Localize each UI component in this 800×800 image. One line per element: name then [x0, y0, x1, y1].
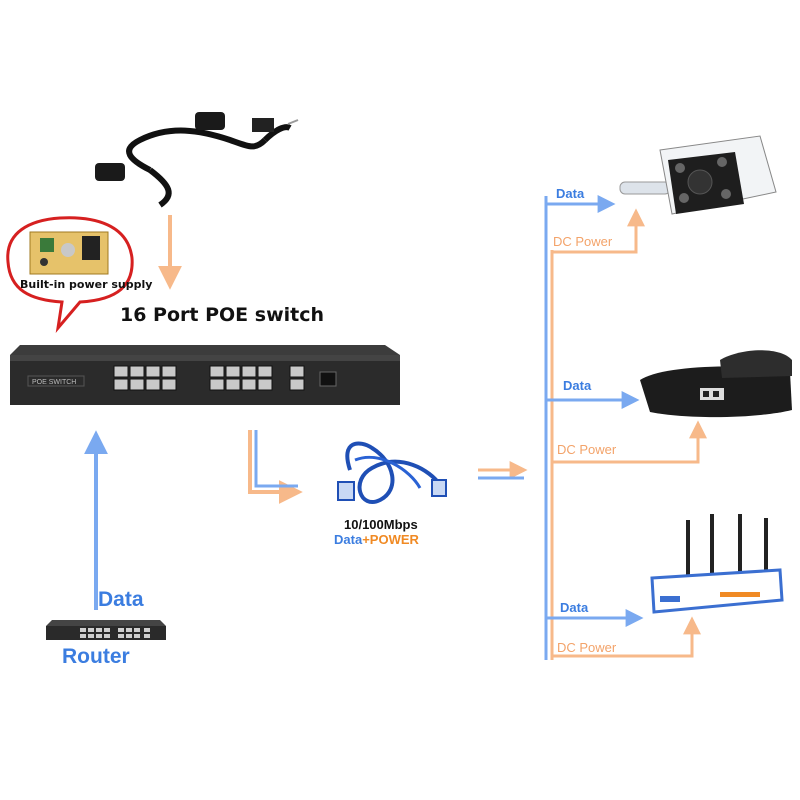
camera-power-arrow [552, 208, 645, 254]
wifi-data-label: Data [560, 600, 589, 615]
cable-power-word: POWER [369, 532, 419, 547]
cable-speed-label: 10/100Mbps [344, 517, 418, 532]
power-cord-icon [95, 112, 299, 208]
switch-name-text: POE SWITCH [32, 379, 76, 386]
wifi-power-arrow [552, 616, 701, 658]
ip-camera-icon [619, 135, 777, 215]
cable-data-word: Data [334, 532, 363, 547]
wifi-router-icon [650, 514, 784, 614]
router-data-label: Data [98, 588, 144, 611]
router-label: Router [62, 645, 130, 668]
page-title: 16 Port POE switch [120, 304, 325, 326]
phone-power-label: DC Power [557, 442, 617, 457]
switch-output-arrow [248, 430, 303, 504]
poe-switch-icon [10, 345, 400, 405]
cable-data-power-label: Data+POWER [334, 532, 419, 547]
phone-data-label: Data [563, 378, 592, 393]
router-device-icon [46, 620, 166, 640]
cable-plus-sign: + [362, 532, 370, 547]
camera-data-label: Data [556, 186, 585, 201]
switch-front-label: POE SWITCH [32, 379, 76, 386]
cable-output-arrow [478, 461, 528, 480]
wifi-power-label: DC Power [557, 640, 617, 655]
power-supply-label: Built-in power supply [20, 278, 153, 291]
ip-phone-icon [640, 350, 792, 418]
camera-power-label: DC Power [553, 234, 613, 249]
ethernet-cable-icon [337, 441, 447, 504]
phone-power-arrow [552, 420, 707, 464]
power-supply-bubble [6, 216, 134, 334]
